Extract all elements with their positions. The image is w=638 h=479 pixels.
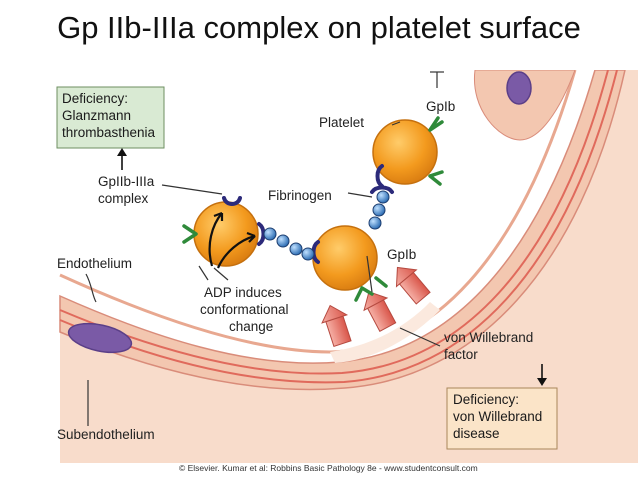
- adp-arrows: [208, 211, 256, 269]
- label-adp-line1: ADP induces: [204, 285, 282, 300]
- label-vwf-line2: factor: [444, 347, 478, 362]
- label-endothelium: Endothelium: [57, 256, 132, 271]
- label-vwf-line1: von Willebrand: [444, 330, 533, 345]
- gpib-receptors: [182, 116, 444, 302]
- fibrinogen-chains: [263, 190, 390, 261]
- platelet-top: [372, 119, 438, 185]
- deficiency-glanzmann-line1: Deficiency:: [62, 91, 128, 106]
- label-gp2b3a-line2: complex: [98, 191, 149, 206]
- deficiency-glanzmann-line2: Glanzmann: [62, 108, 131, 123]
- label-adp-line3: change: [229, 319, 273, 334]
- leader-lines: [85, 71, 444, 426]
- endothelial-nucleus-top: [506, 71, 532, 105]
- label-adp-line2: conformational: [200, 302, 289, 317]
- arrow-to-vwd: [537, 364, 547, 386]
- copyright-credit: © Elsevier. Kumar et al: Robbins Basic P…: [179, 463, 478, 473]
- deficiency-glanzmann-box: [56, 86, 165, 149]
- vwf-molecules: [321, 266, 431, 348]
- deficiency-vwd-line1: Deficiency:: [453, 392, 519, 407]
- deficiency-vwd-box: [446, 387, 558, 450]
- label-subendothelium: Subendothelium: [57, 427, 155, 442]
- endothelial-gap: [330, 302, 440, 363]
- deficiency-glanzmann-line3: thrombasthenia: [62, 125, 156, 140]
- label-fibrinogen: Fibrinogen: [268, 188, 332, 203]
- diagram: Deficiency: Glanzmann thrombasthenia GpI…: [56, 70, 638, 463]
- label-platelet: Platelet: [319, 115, 364, 130]
- deficiency-vwd-line2: von Willebrand: [453, 409, 542, 424]
- label-gpib-top: GpIb: [426, 99, 455, 114]
- arrow-to-glanzmann: [117, 148, 127, 170]
- endothelial-nucleus-left: [67, 322, 133, 354]
- slide-title: Gp IIb-IIIa complex on platelet surface: [57, 10, 581, 45]
- deficiency-vwd-line3: disease: [453, 426, 500, 441]
- label-gpib-mid: GpIb: [387, 247, 416, 262]
- label-gp2b3a-line1: GpIIb-IIIa: [98, 174, 155, 189]
